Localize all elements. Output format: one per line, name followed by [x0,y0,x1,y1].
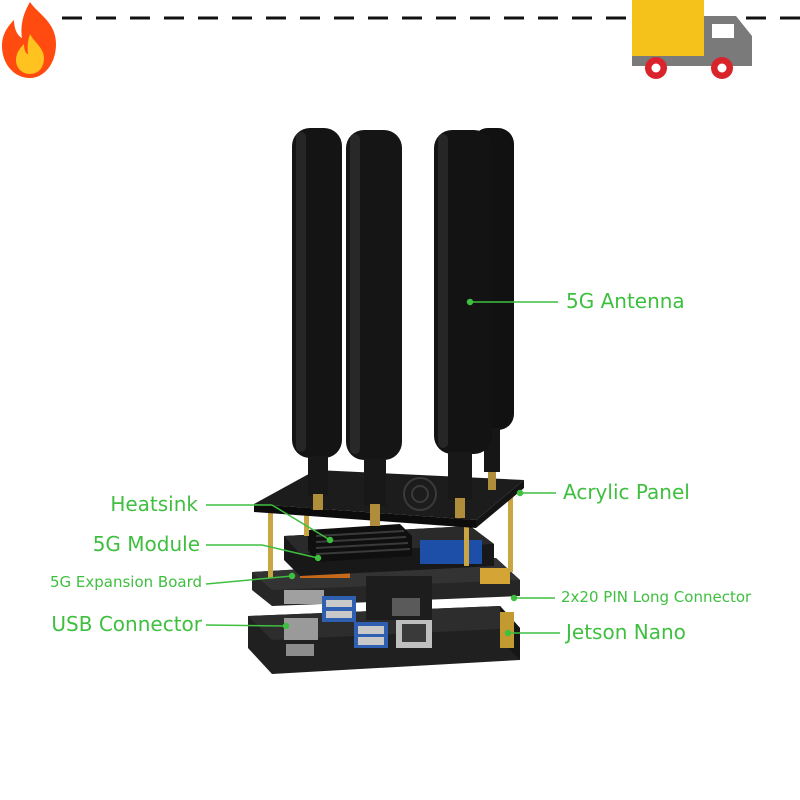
jetson-nano-board [248,606,520,674]
antenna-1 [292,128,342,510]
label-pin-connector: 2x20 PIN Long Connector [561,588,752,606]
antenna-3 [434,130,492,518]
delivery-truck-icon [632,0,752,79]
label-acrylic-panel: Acrylic Panel [563,480,690,504]
label-5g-expansion-board: 5G Expansion Board [49,573,202,591]
label-usb-connector: USB Connector [51,612,202,636]
antenna-2 [346,130,402,526]
label-jetson-nano: Jetson Nano [566,620,686,644]
heatsink [308,524,412,562]
fire-icon [2,2,56,78]
callout-lines [205,298,560,637]
label-heatsink: Heatsink [110,492,198,516]
label-5g-module: 5G Module [92,532,200,556]
standoffs [268,494,513,578]
label-5g-antenna: 5G Antenna [566,289,685,313]
5g-antennas [292,128,514,526]
